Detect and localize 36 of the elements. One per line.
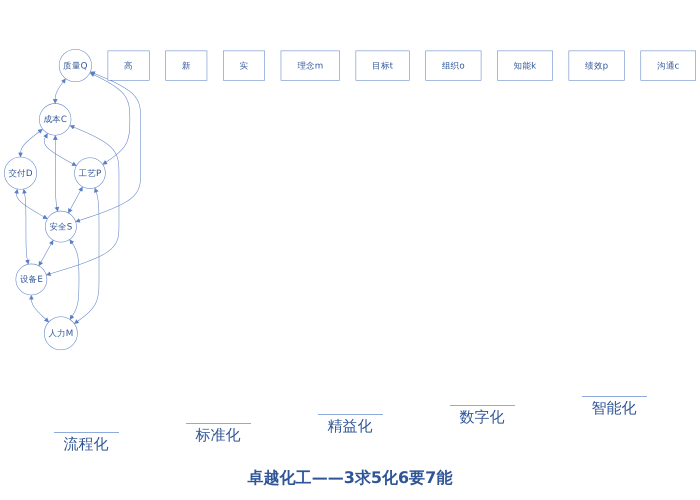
step-label: 数字化: [450, 405, 514, 429]
arrow: [74, 188, 100, 324]
step-label: 精益化: [318, 414, 382, 438]
arrow: [75, 72, 141, 223]
node-box: 理念m: [280, 50, 340, 81]
node-box: 高: [108, 50, 150, 81]
node-box: 绩效p: [568, 50, 625, 81]
node-box: 新: [165, 50, 208, 81]
arrow: [14, 189, 48, 220]
arrow: [29, 295, 49, 323]
arrow: [43, 134, 77, 166]
node-circle: 人力M: [44, 316, 78, 351]
node-circle: 设备E: [16, 264, 48, 296]
arrow: [70, 240, 80, 320]
node-box: 沟通c: [640, 50, 696, 81]
arrow: [52, 136, 60, 212]
node-box: 组织o: [425, 50, 482, 81]
caption: 卓越化工——3求5化6要7能: [246, 468, 454, 489]
node-circle: 交付D: [4, 157, 37, 190]
node-box: 目标t: [356, 50, 410, 81]
node-circle: 质量Q: [58, 49, 92, 82]
arrow: [22, 189, 30, 265]
step-label: 标准化: [186, 423, 250, 447]
arrow: [18, 129, 43, 158]
node-box: 知能k: [497, 50, 553, 81]
arrow: [68, 187, 83, 214]
arrow: [90, 73, 130, 166]
step-label: 流程化: [54, 432, 118, 456]
arrow: [52, 78, 66, 104]
node-circle: 成本C: [39, 104, 72, 136]
node-circle: 安全S: [45, 211, 77, 243]
step-label: 智能化: [582, 396, 646, 420]
arrow: [38, 240, 54, 266]
arrow: [46, 125, 120, 276]
node-circle: 工艺P: [74, 158, 106, 190]
node-box: 实: [223, 50, 265, 81]
